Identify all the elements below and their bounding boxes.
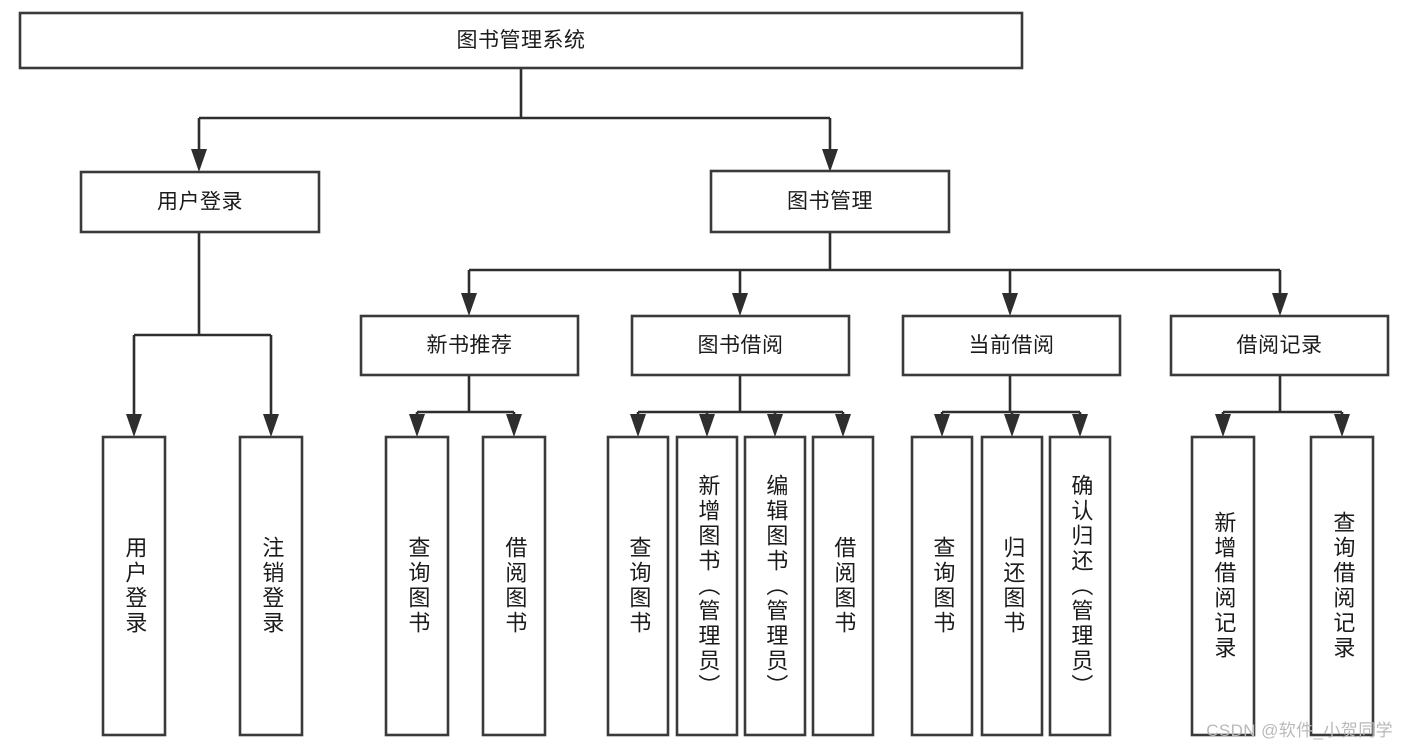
node-box-leaf-query-record[interactable]: [1309, 435, 1375, 737]
node-box-book-borrow[interactable]: [630, 314, 851, 377]
arrow-head-icon: [1072, 414, 1088, 437]
node-label-root: 图书管理系统: [457, 29, 586, 52]
node-box-book-manage[interactable]: [709, 169, 951, 234]
arrow-head-icon: [506, 414, 522, 437]
node-box-leaf-user-logout[interactable]: [238, 435, 304, 737]
node-box-current-borrow[interactable]: [901, 314, 1122, 377]
arrow-head-icon: [1334, 414, 1350, 437]
node-label-book-manage: 图书管理: [787, 190, 873, 213]
arrow-head-icon: [263, 414, 279, 437]
arrow-head-icon: [1002, 293, 1018, 316]
node-box-borrow-record[interactable]: [1169, 314, 1390, 377]
arrow-head-icon: [126, 414, 142, 437]
arrow-head-icon: [767, 414, 783, 437]
node-label-user-login: 用户登录: [157, 191, 243, 214]
node-label-borrow-record: 借阅记录: [1237, 334, 1323, 357]
arrow-head-icon: [1215, 414, 1231, 437]
arrow-head-icon: [934, 414, 950, 437]
arrow-head-icon: [461, 293, 477, 316]
arrow-head-icon: [732, 293, 748, 316]
node-box-leaf-confirm-return[interactable]: [1048, 435, 1112, 737]
arrow-head-icon: [822, 149, 838, 172]
node-label-book-borrow: 图书借阅: [698, 334, 784, 357]
csdn-watermark: CSDN @软件_小贺同学: [1206, 721, 1393, 740]
node-box-root[interactable]: [18, 11, 1024, 70]
node-box-leaf-add-book[interactable]: [675, 435, 739, 737]
arrow-head-icon: [191, 149, 207, 172]
node-box-leaf-query-book-2[interactable]: [606, 435, 670, 737]
node-box-leaf-query-book-1[interactable]: [384, 435, 450, 737]
arrow-head-icon: [699, 414, 715, 437]
arrow-head-icon: [1004, 414, 1020, 437]
node-box-user-login[interactable]: [79, 170, 321, 234]
node-label-current-borrow: 当前借阅: [969, 334, 1055, 357]
arrow-head-icon: [1272, 293, 1288, 316]
node-label-new-book-recommend: 新书推荐: [427, 334, 513, 357]
arrow-head-icon: [630, 414, 646, 437]
node-box-new-book-recommend[interactable]: [359, 314, 580, 377]
arrow-head-icon: [835, 414, 851, 437]
node-box-leaf-edit-book[interactable]: [743, 435, 807, 737]
node-box-leaf-add-record[interactable]: [1190, 435, 1256, 737]
node-box-leaf-user-login[interactable]: [101, 435, 167, 737]
arrow-head-icon: [409, 414, 425, 437]
connector-layer: [126, 68, 1350, 437]
node-box-leaf-query-book-3[interactable]: [910, 435, 974, 737]
node-box-leaf-return-book[interactable]: [980, 435, 1044, 737]
node-box-leaf-borrow-book-2[interactable]: [811, 435, 875, 737]
node-box-layer: [18, 11, 1390, 737]
node-box-leaf-borrow-book-1[interactable]: [481, 435, 547, 737]
